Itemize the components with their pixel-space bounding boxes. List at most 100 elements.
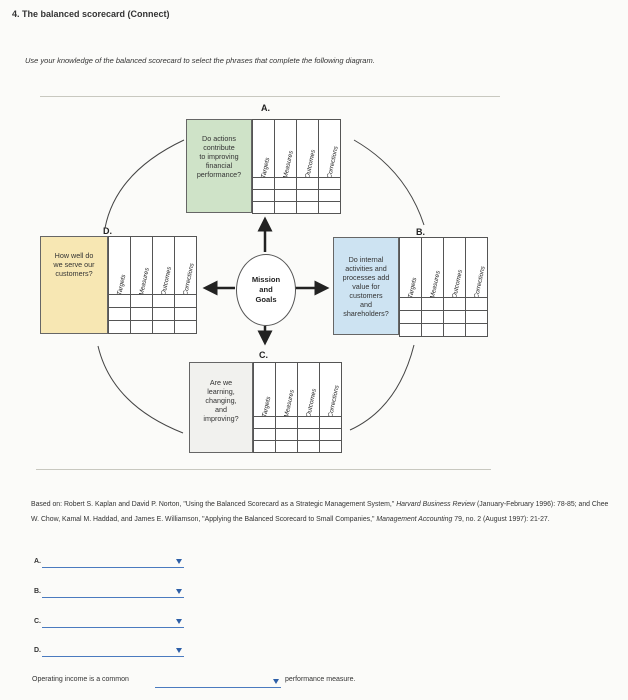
top-line: performance? <box>196 170 242 179</box>
answer-dropdown-d[interactable] <box>42 646 184 657</box>
scorecard-cell <box>443 323 466 337</box>
center-line: Goals <box>255 295 277 304</box>
column-header-cell: Targets <box>253 362 276 418</box>
column-header-cell: Measures <box>274 119 297 179</box>
column-header-label: Corrections <box>326 384 341 418</box>
scorecard-cell <box>318 201 341 214</box>
arc-bottom-left <box>97 345 184 434</box>
question-title: 4. The balanced scorecard (Connect) <box>12 9 170 19</box>
top-scorecard-grid: Targets Measures Outcomes Corrections <box>252 119 341 214</box>
right-line: value for <box>352 282 380 291</box>
column-header-label: Corrections <box>181 262 196 296</box>
source-journal-2: Management Accounting <box>376 516 453 523</box>
right-scorecard-grid: Targets Measures Outcomes Corrections <box>399 237 488 337</box>
column-header-label: Outcomes <box>304 388 318 418</box>
answer-dropdown-a[interactable] <box>42 557 184 568</box>
answer-dropdown-c[interactable] <box>42 617 184 628</box>
column-header-cell: Targets <box>399 237 422 299</box>
scorecard-cell <box>275 440 298 453</box>
chevron-down-icon <box>176 589 182 594</box>
sentence-dropdown[interactable] <box>155 678 281 688</box>
letter-a: A. <box>261 103 270 113</box>
source-prefix: Based on: Robert S. Kaplan and David P. … <box>31 501 397 508</box>
column-header-label: Corrections <box>472 265 487 299</box>
answer-dropdown-b[interactable] <box>42 587 184 598</box>
column-header-label: Measures <box>281 150 295 179</box>
left-line: customers? <box>55 269 93 278</box>
column-header-label: Targets <box>406 276 419 299</box>
column-header-label: Outcomes <box>303 149 317 179</box>
scorecard-cell <box>465 323 488 337</box>
top-perspective-box: Do actions contribute to improving finan… <box>186 119 252 213</box>
right-line: shareholders? <box>343 309 389 318</box>
scorecard-cell <box>399 310 422 324</box>
scorecard-cell <box>399 297 422 311</box>
scorecard-cell <box>108 320 131 334</box>
scorecard-cell <box>130 320 153 334</box>
scorecard-cell <box>108 307 131 321</box>
bottom-line: learning, <box>207 387 235 396</box>
center-line: Mission <box>251 275 281 284</box>
arc-bottom-right <box>349 344 415 431</box>
bottom-line: improving? <box>203 414 239 423</box>
top-line: Do actions <box>202 134 236 143</box>
arc-top-right <box>353 139 425 226</box>
answer-label-a: A. <box>34 558 41 565</box>
chevron-down-icon <box>176 648 182 653</box>
bottom-line: Are we <box>209 378 233 387</box>
top-line: to improving <box>199 152 239 161</box>
column-header-label: Targets <box>260 395 273 418</box>
column-header-cell: Corrections <box>174 236 197 296</box>
column-header-cell: Outcomes <box>152 236 175 296</box>
scorecard-cell <box>130 307 153 321</box>
divider-bottom <box>36 469 491 470</box>
source-middle: (January-February 1996): 78-85; and Chee… <box>31 501 609 523</box>
bottom-line: changing, <box>205 396 237 405</box>
letter-d: D. <box>103 226 112 236</box>
sentence-before: Operating income is a common <box>32 676 129 683</box>
chevron-down-icon <box>176 559 182 564</box>
right-line: Do internal <box>348 255 384 264</box>
scorecard-cell <box>465 297 488 311</box>
scorecard-cell <box>297 440 320 453</box>
column-header-label: Measures <box>428 270 442 299</box>
instructions: Use your knowledge of the balanced score… <box>25 56 375 65</box>
scorecard-cell <box>421 323 444 337</box>
left-line: we serve our <box>53 260 95 269</box>
answer-label-b: B. <box>34 588 41 595</box>
top-line: financial <box>205 161 233 170</box>
column-header-cell: Corrections <box>318 119 341 179</box>
column-header-cell: Measures <box>421 237 444 299</box>
scorecard-cell <box>152 307 175 321</box>
column-header-cell: Measures <box>130 236 153 296</box>
scorecard-cell <box>174 294 197 308</box>
scorecard-cell <box>108 294 131 308</box>
column-header-label: Corrections <box>325 145 340 179</box>
bottom-line: and <box>215 405 227 414</box>
bottom-perspective-box: Are we learning, changing, and improving… <box>189 362 253 453</box>
letter-b: B. <box>416 227 425 237</box>
source-suffix: 79, no. 2 (August 1997): 21-27. <box>452 516 550 523</box>
top-line: contribute <box>203 143 235 152</box>
letter-c: C. <box>259 350 268 360</box>
source-journal-1: Harvard Business Review <box>396 501 476 508</box>
right-line: activities and <box>345 264 387 273</box>
source-citation: Based on: Robert S. Kaplan and David P. … <box>31 497 616 527</box>
scorecard-cell <box>421 310 444 324</box>
scorecard-cell <box>253 440 276 453</box>
left-line: How well do <box>54 251 94 260</box>
column-header-label: Outcomes <box>450 269 464 299</box>
column-header-label: Targets <box>259 156 272 179</box>
scorecard-cell <box>443 310 466 324</box>
left-perspective-box: How well do we serve our customers? <box>40 236 108 334</box>
column-header-cell: Outcomes <box>443 237 466 299</box>
scorecard-cell <box>174 307 197 321</box>
column-header-cell: Targets <box>108 236 131 296</box>
right-line: and <box>360 300 372 309</box>
column-header-cell: Measures <box>275 362 298 418</box>
scorecard-cell <box>174 320 197 334</box>
column-header-cell: Outcomes <box>297 362 320 418</box>
chevron-down-icon <box>273 679 279 684</box>
